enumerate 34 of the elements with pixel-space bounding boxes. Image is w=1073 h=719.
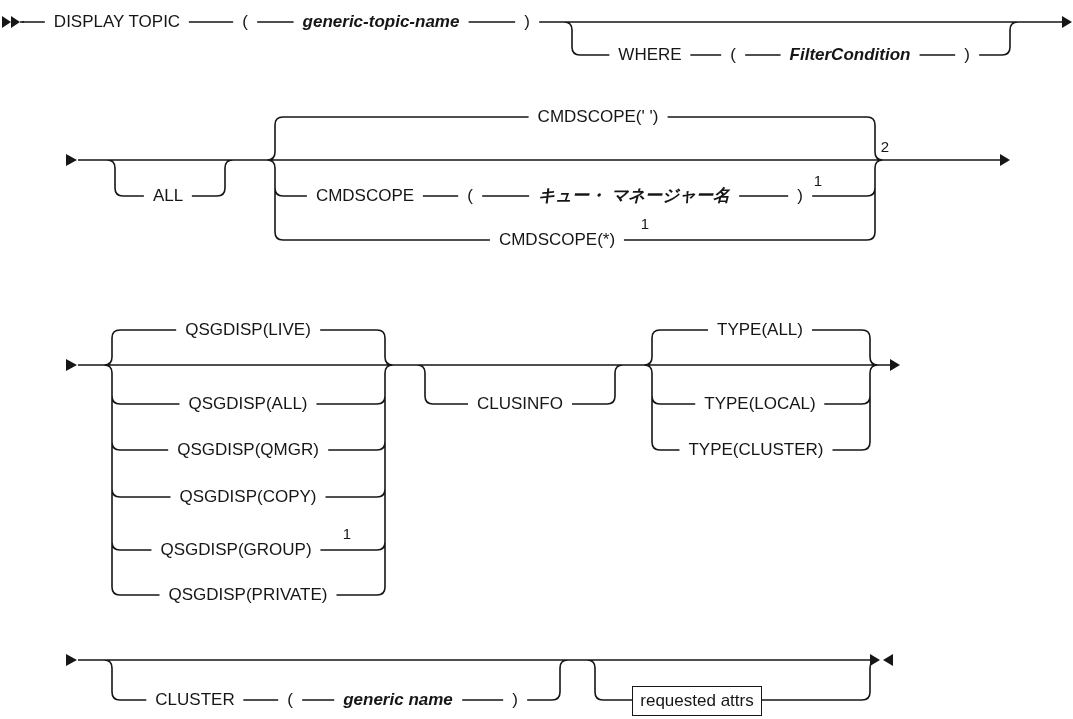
- keyword: (: [467, 186, 473, 206]
- footnote-number: 1: [640, 215, 650, 231]
- keyword: TYPE(ALL): [717, 320, 803, 340]
- keyword: (: [730, 45, 736, 65]
- keyword: QSGDISP(ALL): [188, 394, 308, 414]
- keyword: ): [964, 45, 970, 65]
- keyword: DISPLAY TOPIC: [53, 12, 181, 32]
- keyword: ): [512, 690, 518, 710]
- variable-name: キュー・ マネージャー名: [538, 186, 730, 206]
- keyword: QSGDISP(LIVE): [185, 320, 311, 340]
- footnote-number: 2: [880, 138, 890, 154]
- keyword: QSGDISP(QMGR): [177, 440, 319, 460]
- keyword: ALL: [152, 186, 184, 206]
- keyword: CLUSINFO: [477, 394, 563, 414]
- variable-name: generic name: [343, 690, 453, 710]
- reference-box: requested attrs: [632, 686, 762, 716]
- keyword: CLUSTER: [155, 690, 235, 710]
- keyword: ): [524, 12, 530, 32]
- keyword: QSGDISP(PRIVATE): [168, 585, 328, 605]
- keyword: (: [242, 12, 248, 32]
- keyword: WHERE: [618, 45, 682, 65]
- keyword: CMDSCOPE: [315, 186, 415, 206]
- footnote-number: 1: [813, 172, 823, 188]
- keyword: CMDSCOPE(' '): [537, 107, 659, 127]
- variable-name: generic-topic-name: [302, 12, 460, 32]
- keyword: TYPE(LOCAL): [704, 394, 816, 414]
- keyword: QSGDISP(GROUP): [160, 540, 312, 560]
- keyword: ): [797, 186, 803, 206]
- keyword: TYPE(CLUSTER): [688, 440, 824, 460]
- keyword: QSGDISP(COPY): [179, 487, 317, 507]
- variable-name: FilterCondition: [789, 45, 911, 65]
- keyword: CMDSCOPE(*): [498, 230, 616, 250]
- keyword: (: [287, 690, 293, 710]
- footnote-number: 1: [342, 525, 352, 541]
